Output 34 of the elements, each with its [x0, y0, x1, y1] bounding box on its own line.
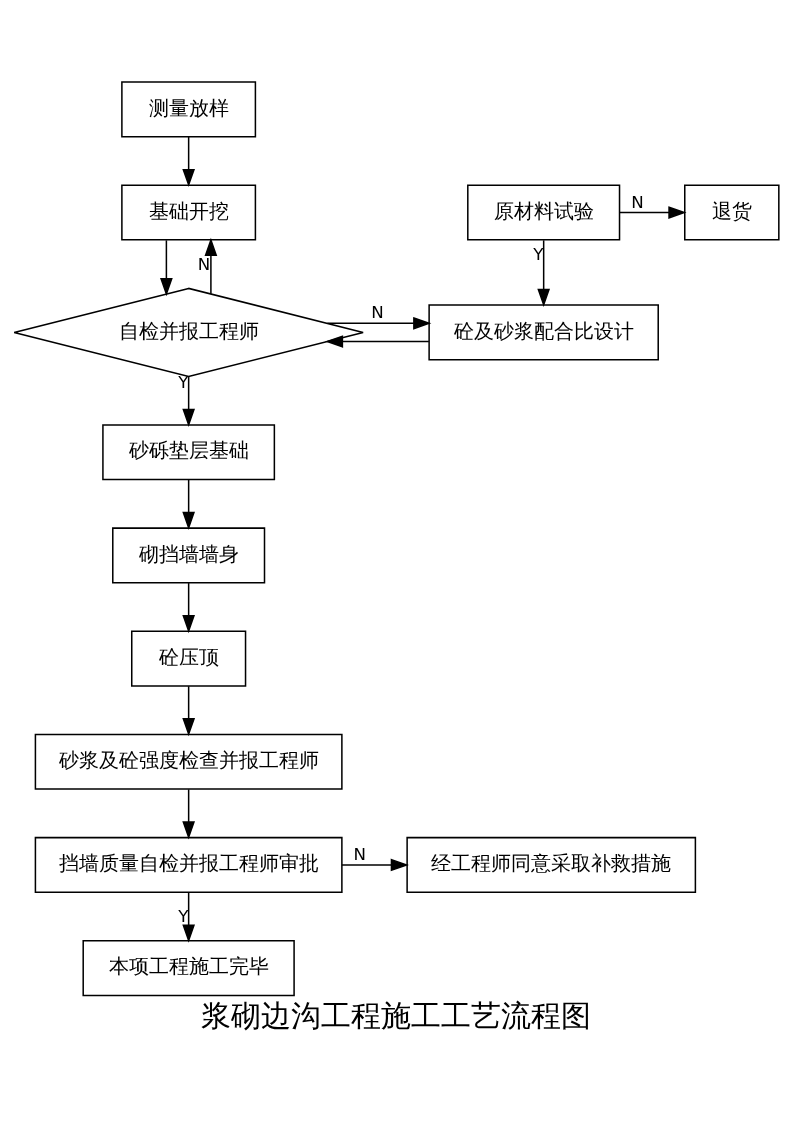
edge-label: N	[371, 302, 384, 322]
edge-label: N	[353, 844, 367, 864]
arrow	[618, 205, 687, 219]
arrow	[341, 858, 409, 871]
arrow	[182, 685, 196, 736]
arrow	[537, 239, 551, 307]
edge-label: N	[197, 254, 211, 274]
node-box: 砼及砂浆配合比设计	[428, 303, 659, 360]
node-box: 经工程师同意采取补救措施	[406, 836, 697, 893]
arrow	[182, 581, 196, 633]
node-box: 砂浆及砼强度检查并报工程师	[34, 733, 343, 790]
node-box: 砌挡墙墙身	[112, 526, 266, 583]
arrow	[182, 788, 196, 840]
arrow	[204, 237, 218, 295]
arrow	[182, 478, 196, 530]
node-box: 基础开挖	[121, 184, 257, 241]
diagram-title: 浆砌边沟工程施工工艺流程图	[201, 997, 592, 1033]
node-diamond: 自检并报工程师	[13, 287, 364, 377]
node-box: 砂砾垫层基础	[102, 423, 276, 480]
node-box: 砼压顶	[131, 630, 247, 687]
edge-label: N	[631, 192, 644, 212]
arrow	[182, 375, 196, 427]
edge-label: Y	[533, 244, 544, 264]
node-box: 挡墙质量自检并报工程师审批	[34, 836, 343, 893]
edge-label: Y	[178, 906, 189, 926]
arrow	[182, 891, 196, 943]
node-box: 本项工程施工完毕	[82, 939, 295, 996]
arrow	[324, 334, 430, 348]
arrow	[182, 135, 196, 187]
arrow	[160, 239, 173, 296]
arrow	[326, 316, 432, 330]
node-box: 退货	[684, 184, 780, 241]
node-box: 测量放样	[121, 80, 257, 137]
node-box: 原材料试验	[467, 184, 621, 241]
